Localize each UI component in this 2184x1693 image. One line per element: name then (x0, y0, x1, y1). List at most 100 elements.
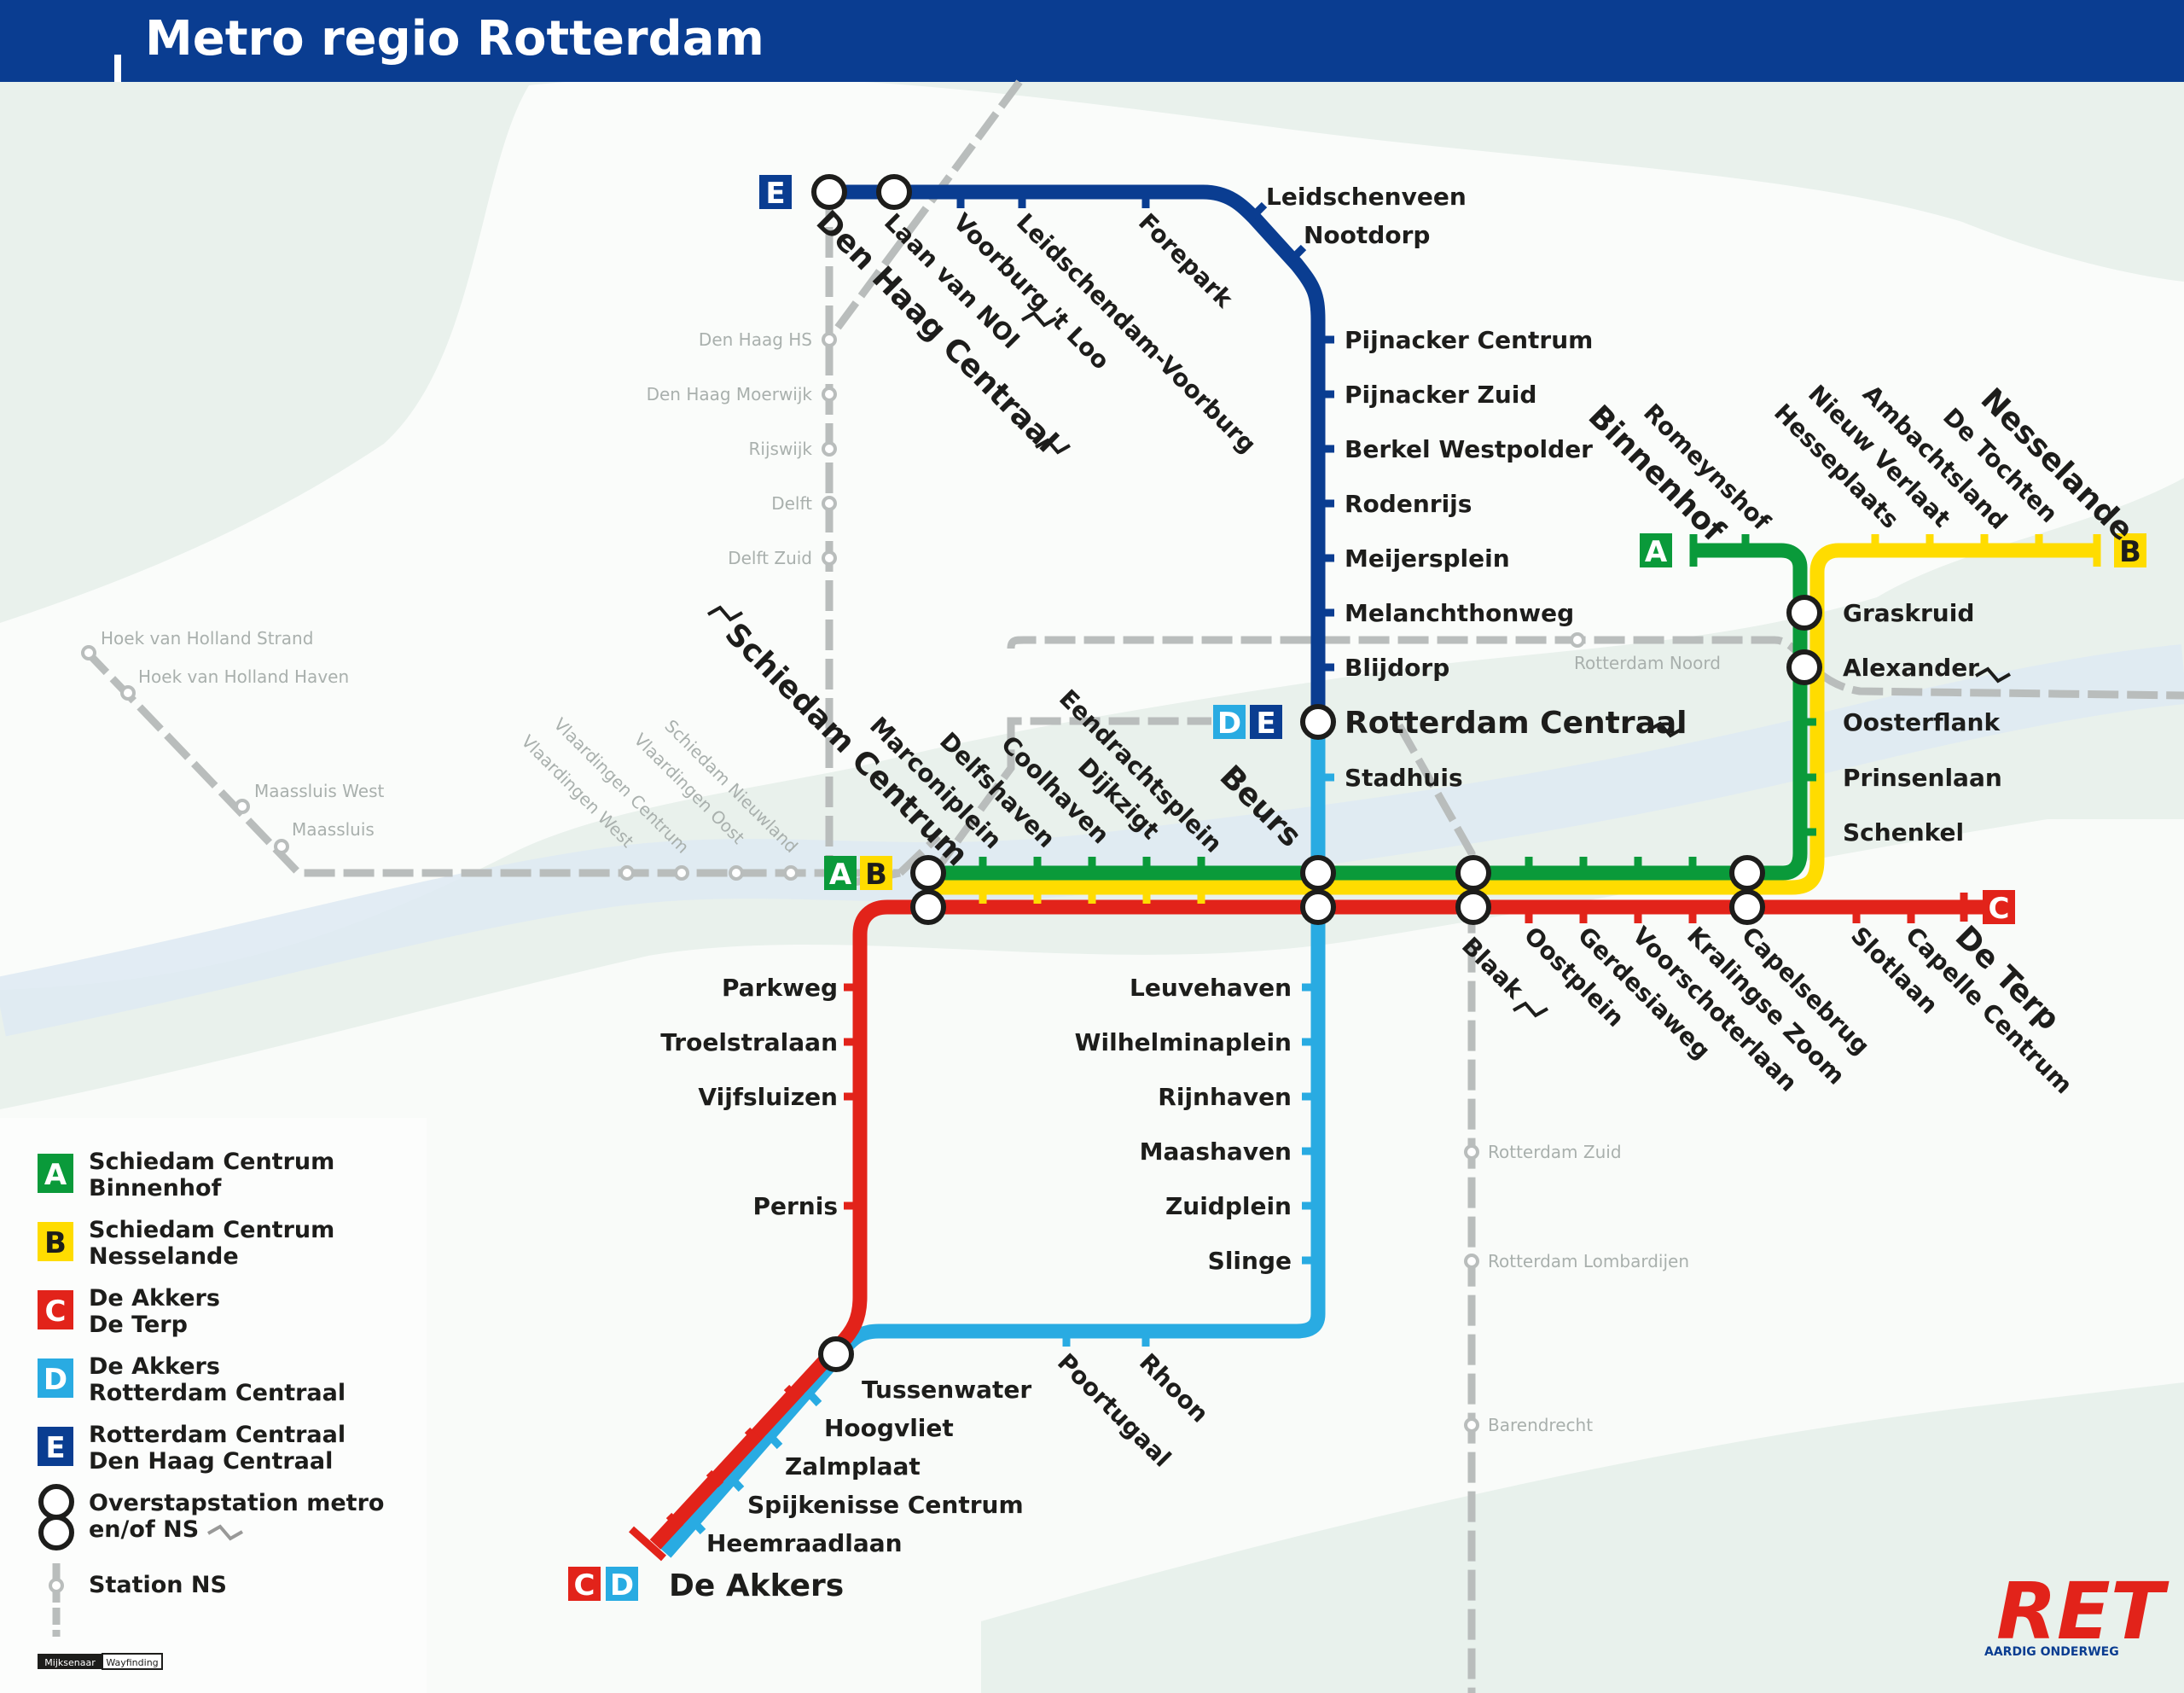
svg-text:De Akkers: De Akkers (89, 1285, 220, 1312)
station-label: Stadhuis (1345, 764, 1463, 792)
svg-text:Schiedam Centrum: Schiedam Centrum (89, 1149, 334, 1175)
ns-station-label: Maassluis (292, 819, 375, 840)
station-ticks (628, 192, 2101, 1562)
badge-a-binnenhof: A (1640, 533, 1672, 569)
ns-station-label: Barendrecht (1488, 1415, 1593, 1435)
badge-c-de-terp: C (1983, 890, 2015, 926)
station-label: Tussenwater (862, 1376, 1031, 1404)
station-label: Troelstralaan (660, 1028, 838, 1056)
svg-text:C: C (574, 1568, 595, 1603)
station-label: Schenkel (1843, 818, 1964, 846)
line-badges: E D E A B A B C C D (568, 175, 2146, 1603)
svg-text:E: E (1256, 707, 1275, 741)
svg-text:Overstapstation metro: Overstapstation metro (89, 1490, 384, 1516)
ns-station-label: Den Haag HS (699, 329, 812, 350)
svg-text:AARDIG ONDERWEG: AARDIG ONDERWEG (1984, 1645, 2119, 1659)
svg-text:Wayfinding: Wayfinding (106, 1657, 158, 1668)
badge-e-den-haag: E (759, 175, 792, 211)
badge-b-nesselande: B (2114, 533, 2146, 569)
legend-item-a: A Schiedam Centrum Binnenhof (38, 1149, 334, 1201)
station-label: Maashaven (1140, 1137, 1292, 1166)
legend-item-e: E Rotterdam Centraal Den Haag Centraal (38, 1422, 346, 1475)
station-label: Wilhelminaplein (1075, 1028, 1292, 1056)
station-label: Pijnacker Centrum (1345, 326, 1593, 354)
station-label: Rodenrijs (1345, 490, 1472, 518)
svg-text:D: D (610, 1568, 634, 1603)
station-label: Pernis (752, 1192, 838, 1220)
svg-text:Nesselande: Nesselande (89, 1243, 239, 1270)
station-label: Prinsenlaan (1843, 764, 2002, 792)
legend-item-ns: Station NS (49, 1563, 227, 1637)
station-label: Spijkenisse Centrum (747, 1491, 1024, 1519)
station-label: Vijfsluizen (698, 1083, 838, 1111)
station-label: Parkweg (722, 974, 838, 1002)
badge-a-schiedam: A (824, 856, 857, 892)
ns-station-label: Maassluis West (254, 781, 385, 801)
svg-text:en/of NS: en/of NS (89, 1516, 199, 1543)
svg-text:De Terp: De Terp (89, 1312, 188, 1338)
svg-text:De Akkers: De Akkers (89, 1353, 220, 1380)
svg-text:Rotterdam Centraal: Rotterdam Centraal (89, 1380, 346, 1406)
station-label: Rijnhaven (1158, 1083, 1292, 1111)
badge-d-de-akkers: D (606, 1567, 638, 1603)
svg-text:B: B (2119, 535, 2141, 569)
ns-station-label: Delft (771, 493, 812, 514)
station-label: Hoogvliet (824, 1414, 954, 1442)
station-label: Heemraadlaan (706, 1529, 903, 1557)
line-c (649, 899, 2013, 1550)
station-label: Slinge (1208, 1247, 1292, 1275)
station-label: Zuidplein (1165, 1192, 1292, 1220)
station-label: Berkel Westpolder (1345, 435, 1593, 463)
badge-d-centraal: D (1213, 705, 1246, 741)
metro-lines (649, 184, 2099, 1558)
svg-text:B: B (865, 858, 887, 892)
line-b (926, 543, 2099, 895)
ns-station-label: Rijswijk (749, 439, 813, 459)
station-label: Rotterdam Centraal (1345, 706, 1687, 741)
svg-text:A: A (1645, 535, 1668, 569)
station-label: Pijnacker Zuid (1345, 381, 1536, 409)
station-label: Oosterflank (1843, 708, 2001, 736)
ns-station-label: Hoek van Holland Haven (138, 666, 349, 687)
ns-station-label: Delft Zuid (728, 548, 812, 568)
svg-text:Den Haag Centraal: Den Haag Centraal (89, 1448, 333, 1475)
line-e (828, 184, 1326, 722)
ns-station-label: Rotterdam Zuid (1488, 1142, 1622, 1162)
station-label: Leuvehaven (1130, 974, 1292, 1002)
header: Metro regio Rotterdam (0, 0, 2184, 82)
svg-text:Binnenhof: Binnenhof (89, 1175, 222, 1201)
svg-text:Rotterdam Centraal: Rotterdam Centraal (89, 1422, 346, 1448)
svg-text:D: D (44, 1363, 67, 1397)
ns-station-label: Hoek van Holland Strand (101, 628, 313, 649)
legend-item-d: D De Akkers Rotterdam Centraal (38, 1353, 346, 1406)
svg-text:Schiedam Centrum: Schiedam Centrum (89, 1217, 334, 1243)
station-label: Alexander (1843, 654, 1979, 682)
station-label: De Akkers (669, 1568, 844, 1603)
station-label: Zalmplaat (785, 1452, 921, 1481)
svg-text:E: E (765, 177, 785, 211)
station-label: Graskruid (1843, 599, 1974, 627)
station-label: Leidschenveen (1266, 183, 1467, 211)
station-label: Meijersplein (1345, 544, 1510, 573)
legend-item-b: B Schiedam Centrum Nesselande (38, 1217, 334, 1270)
badge-b-schiedam: B (860, 856, 892, 892)
badge-e-centraal: E (1250, 705, 1282, 741)
credits-mijksenaar: Mijksenaar Wayfinding (38, 1653, 163, 1670)
legend-item-c: C De Akkers De Terp (38, 1285, 220, 1338)
page-title: Metro regio Rotterdam (145, 11, 764, 67)
svg-text:C: C (45, 1294, 67, 1329)
station-label: Melanchthonweg (1345, 599, 1574, 627)
svg-text:C: C (1989, 892, 2010, 926)
station-label: Blijdorp (1345, 654, 1449, 682)
line-a (926, 543, 1808, 881)
ret-logo: RET AARDIG ONDERWEG (1984, 1566, 2169, 1659)
svg-text:D: D (1217, 707, 1241, 741)
ns-station-label: Den Haag Moerwijk (647, 384, 813, 404)
svg-text:A: A (44, 1158, 67, 1192)
interchange-stations (811, 174, 1822, 1372)
badge-c-de-akkers: C (568, 1567, 601, 1603)
ns-station-dots (81, 332, 1585, 1433)
legend-item-transfer: Overstapstation metro en/of NS (38, 1484, 384, 1550)
station-label: Nootdorp (1304, 221, 1430, 249)
